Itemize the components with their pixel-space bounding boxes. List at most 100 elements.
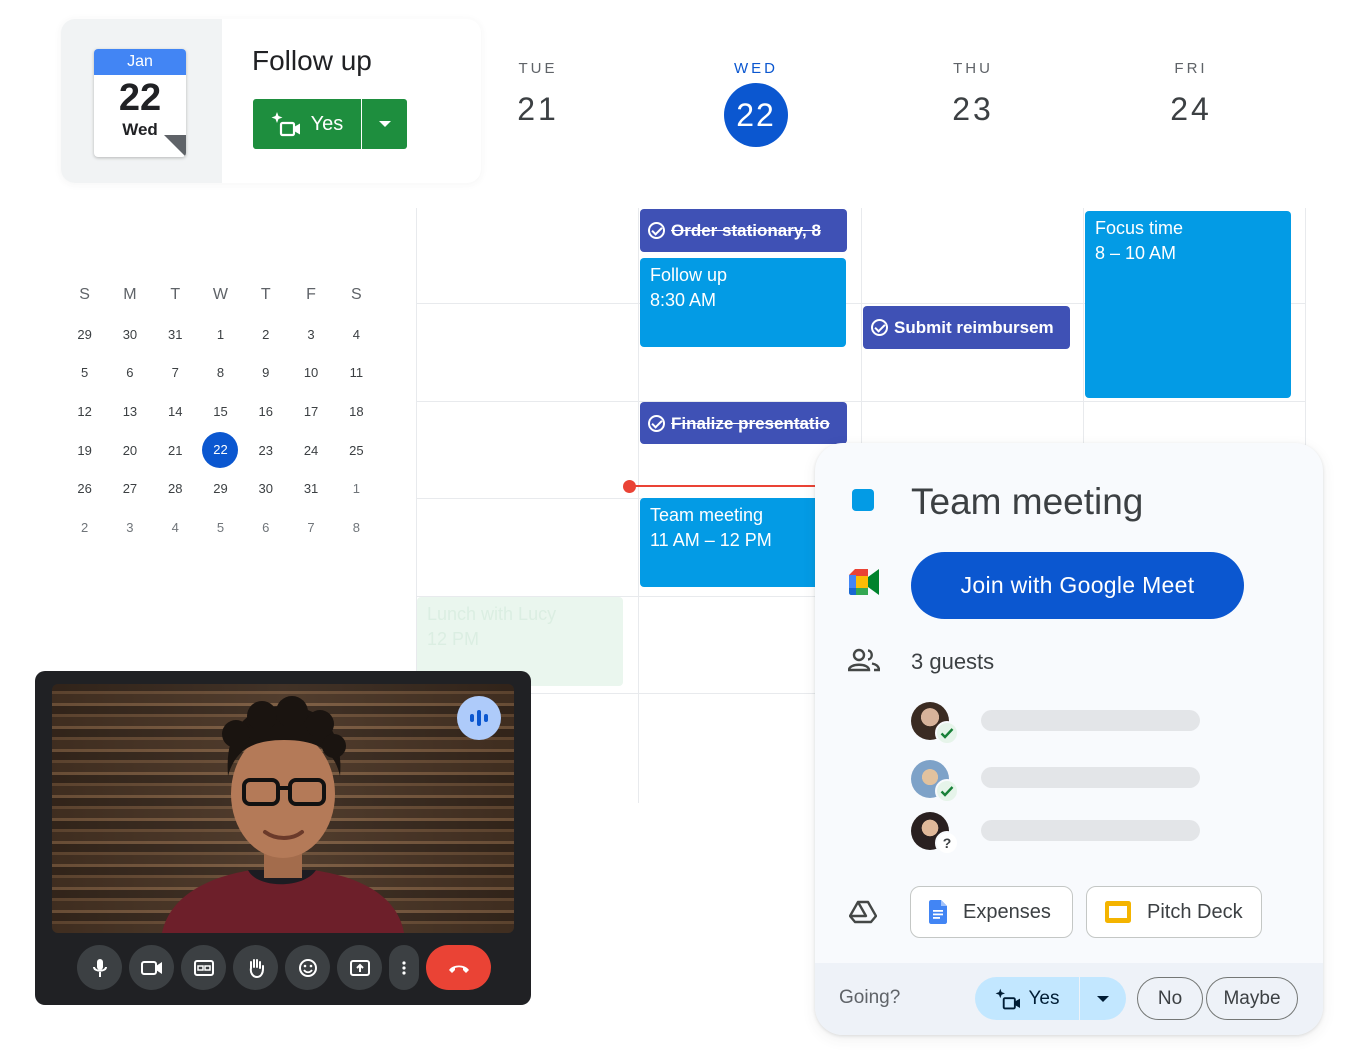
day-header-thu[interactable]: THU 23 [913,60,1033,128]
mini-calendar-day[interactable]: 8 [352,519,360,535]
google-meet-icon [849,569,879,595]
mini-calendar-day[interactable]: 3 [307,326,315,342]
mini-calendar-week: 12 13 14 15 16 17 18 [62,392,379,431]
rsvp-yes-button[interactable]: Yes [975,977,1079,1020]
end-call-icon [448,965,469,973]
attachment-chip-expenses[interactable]: Expenses [910,886,1073,938]
rsvp-options-dropdown[interactable] [1080,977,1126,1020]
join-google-meet-button[interactable]: Join with Google Meet [911,552,1244,619]
task-order-stationary[interactable]: Order stationary, 8 [640,209,847,252]
follow-up-yes-label: Yes [310,112,344,135]
mini-calendar-day[interactable]: 29 [213,481,228,497]
mini-calendar-day[interactable]: 19 [77,442,92,458]
mini-calendar-day[interactable]: 1 [352,481,360,497]
mini-calendar-day[interactable]: 4 [171,519,179,535]
weekday-label: S [79,286,90,304]
attachment-chip-pitch-deck[interactable]: Pitch Deck [1086,886,1262,938]
mini-calendar-day[interactable]: 6 [262,519,270,535]
mini-calendar-day[interactable]: 7 [171,365,179,381]
accepted-check-icon [935,721,959,745]
mini-calendar-week: 2 3 4 5 6 7 8 [62,508,379,547]
mini-calendar-day[interactable]: 21 [167,442,183,458]
day-header-fri[interactable]: FRI 24 [1131,60,1251,128]
google-docs-icon [929,900,947,924]
meet-sparkle-icon [995,988,1020,1009]
day-header-wed[interactable]: WED 22 [696,60,816,147]
guests-icon [848,648,880,672]
mini-calendar-day[interactable]: 9 [262,365,270,381]
task-finalize-presentation[interactable]: Finalize presentatio [640,402,847,444]
mini-calendar-day[interactable]: 27 [122,481,138,497]
follow-up-yes-button[interactable]: Yes [253,99,361,149]
present-screen-icon [349,959,370,976]
mini-calendar-day[interactable]: 5 [216,519,225,535]
mini-calendar-day[interactable]: 24 [303,442,319,458]
attachment-label: Pitch Deck [1147,900,1243,923]
mini-calendar-day[interactable]: 31 [303,481,319,497]
mini-calendar-day[interactable]: 11 [349,365,364,381]
event-time: 11 AM – 12 PM [650,530,772,550]
end-call-button[interactable] [426,945,491,990]
mini-calendar-day[interactable]: 29 [77,326,92,342]
mini-calendar-day[interactable]: 20 [122,442,138,458]
going-label: Going? [839,987,901,1008]
mini-calendar-weekdays: S M T W T F S [62,276,379,315]
mini-calendar-day[interactable]: 1 [216,326,225,342]
rsvp-maybe-button[interactable]: Maybe [1206,977,1298,1020]
mini-calendar-day[interactable]: 4 [352,326,360,342]
mini-calendar-day[interactable]: 8 [216,365,225,381]
mini-calendar-day[interactable]: 26 [77,481,92,497]
rsvp-no-button[interactable]: No [1137,977,1203,1020]
mini-calendar-day[interactable]: 5 [81,365,89,381]
mini-calendar-day[interactable]: 30 [122,326,138,342]
mini-calendar-day[interactable]: 30 [258,481,273,497]
present-screen-button[interactable] [337,945,382,990]
captions-button[interactable] [181,945,226,990]
mini-calendar-day[interactable]: 10 [303,365,319,381]
day-header-name: TUE [518,60,558,77]
mini-calendar-day[interactable]: 6 [126,365,134,381]
grid-day-line [861,208,862,448]
camera-icon [140,960,162,975]
mini-calendar-day[interactable]: 15 [213,403,228,419]
mini-calendar-day[interactable]: 2 [262,326,270,342]
meet-sparkle-icon [271,112,300,137]
camera-button[interactable] [129,945,174,990]
task-title: Order stationary, 8 [671,221,821,240]
mini-calendar-day[interactable]: 13 [122,403,138,419]
event-title: Team meeting [650,505,764,525]
emoji-reactions-button[interactable] [285,945,330,990]
mini-calendar-day-selected[interactable]: 22 [198,432,243,469]
day-header-number: 23 [952,91,994,127]
mini-calendar-day[interactable]: 3 [126,519,134,535]
mini-calendar-day[interactable]: 23 [258,442,273,458]
guest-name-placeholder [981,820,1200,841]
event-team-meeting[interactable]: Team meeting 11 AM – 12 PM [640,498,830,587]
guest-name-placeholder [981,767,1200,788]
mini-calendar-day[interactable]: 28 [167,481,183,497]
call-controls [77,945,491,990]
follow-up-rsvp-dropdown[interactable] [362,99,407,149]
day-header-tue[interactable]: TUE 21 [478,60,598,128]
microphone-button[interactable] [77,945,122,990]
mini-calendar-day[interactable]: 7 [307,519,315,535]
day-header-name: THU [953,60,993,77]
mini-calendar-day[interactable]: 14 [167,403,183,419]
accepted-check-icon [935,779,959,803]
mini-calendar-day[interactable]: 17 [303,403,319,419]
raise-hand-button[interactable] [233,945,278,990]
mini-calendar-day[interactable]: 2 [81,519,89,535]
more-options-button[interactable] [389,945,419,990]
speaking-indicator-icon [457,696,501,740]
mini-calendar-day[interactable]: 12 [77,403,92,419]
mini-calendar-day[interactable]: 25 [349,442,364,458]
mini-calendar-day[interactable]: 31 [167,326,183,342]
follow-up-title: Follow up [252,45,372,76]
mini-calendar-day[interactable]: 18 [349,403,364,419]
mini-calendar-day[interactable]: 16 [258,403,273,419]
event-follow-up[interactable]: Follow up 8:30 AM [640,258,846,347]
grid-day-line [638,208,639,803]
task-submit-reimbursement[interactable]: Submit reimbursem [863,306,1070,349]
event-focus-time[interactable]: Focus time 8 – 10 AM [1085,211,1291,398]
task-check-icon [648,222,665,239]
